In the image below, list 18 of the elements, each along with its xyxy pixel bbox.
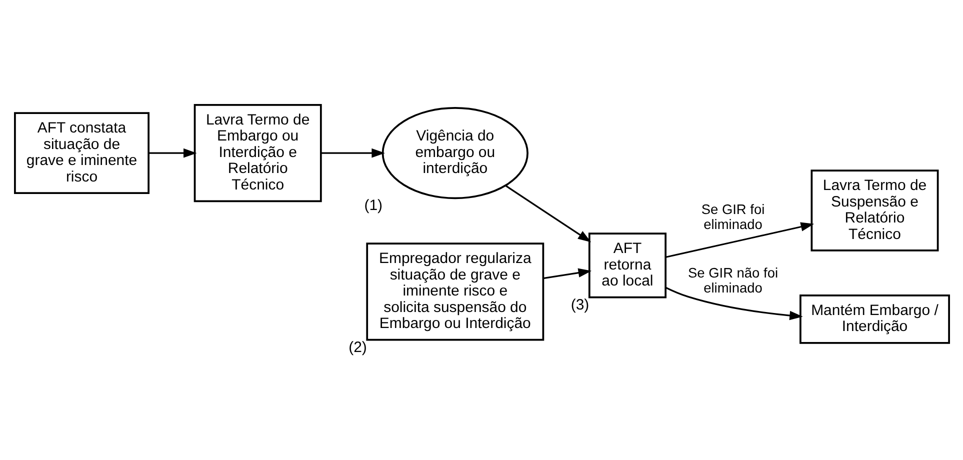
- node-box: Lavra Termo de Suspensão e Relatório Técnico: [810, 169, 938, 251]
- node-label: (1): [364, 196, 382, 214]
- arrow: [504, 184, 591, 242]
- node-box: AFT constata situação de grave e iminente risco: [14, 112, 149, 194]
- edge-label: Se GIR não foi eliminado: [688, 265, 778, 296]
- node-box: Mantém Embargo / Interdição: [799, 294, 950, 344]
- arrow: [320, 148, 384, 158]
- arrow: [665, 222, 814, 258]
- node-label: (3): [570, 296, 589, 313]
- node-box: AFT retorna ao local: [588, 232, 666, 298]
- node-box: Lavra Termo de Embargo ou Interdição e Relatório Técnico: [193, 104, 322, 202]
- edge-label: Se GIR foi eliminado: [700, 202, 764, 232]
- arrow: [664, 286, 802, 320]
- node-box: Empregador regulariza situação de grave e iminente risco e solicita suspensão do Embargo ou Interdição: [366, 242, 544, 340]
- node-ellipse: Vigência do embargo ou interdição: [381, 106, 528, 199]
- arrow: [148, 148, 196, 158]
- node-label: (2): [348, 338, 366, 356]
- arrow: [542, 268, 592, 279]
